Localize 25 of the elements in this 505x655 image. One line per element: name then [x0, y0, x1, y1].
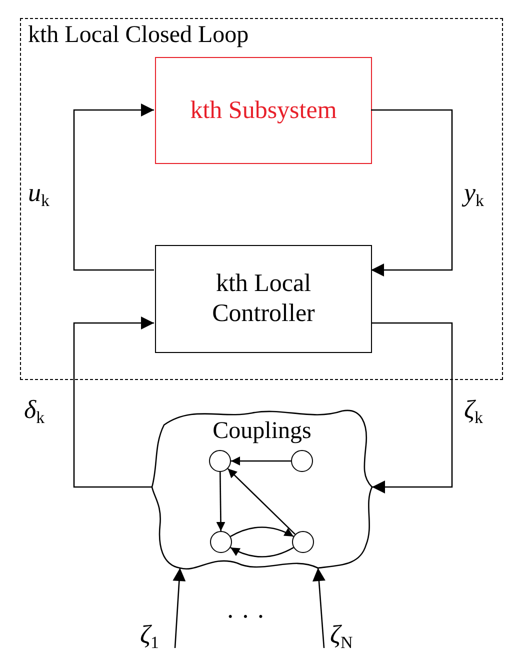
arrow [172, 568, 186, 648]
arrow [230, 546, 294, 558]
arrow [371, 109, 453, 276]
cloud-title: Couplings [212, 417, 312, 445]
arrow [371, 322, 453, 494]
arrow [230, 526, 294, 538]
box-label: kth Local Controller [211, 269, 316, 329]
edge-label: y$_{k}$ [464, 178, 484, 208]
edge-label: δ$_{k}$ [24, 395, 45, 425]
arrow [227, 468, 296, 535]
arrow [231, 456, 291, 466]
edge-label: u$_{k}$ [28, 178, 50, 208]
arrow [73, 316, 154, 488]
edge-label: ζ$_{1}$ [140, 620, 160, 650]
dashed-group-frame [20, 18, 503, 380]
controller-box [155, 245, 372, 353]
subsystem-box [155, 57, 372, 164]
arrow [312, 568, 326, 648]
arrow [73, 104, 154, 271]
box-label: kth Subsystem [189, 96, 338, 126]
group-title: kth Local Closed Loop [28, 21, 249, 49]
edge-label: ζ$_{k}$ [464, 395, 484, 425]
ellipsis-label: · · · [226, 602, 265, 632]
arrow [216, 472, 226, 531]
edge-label: ζ$_{N}$ [330, 620, 353, 650]
